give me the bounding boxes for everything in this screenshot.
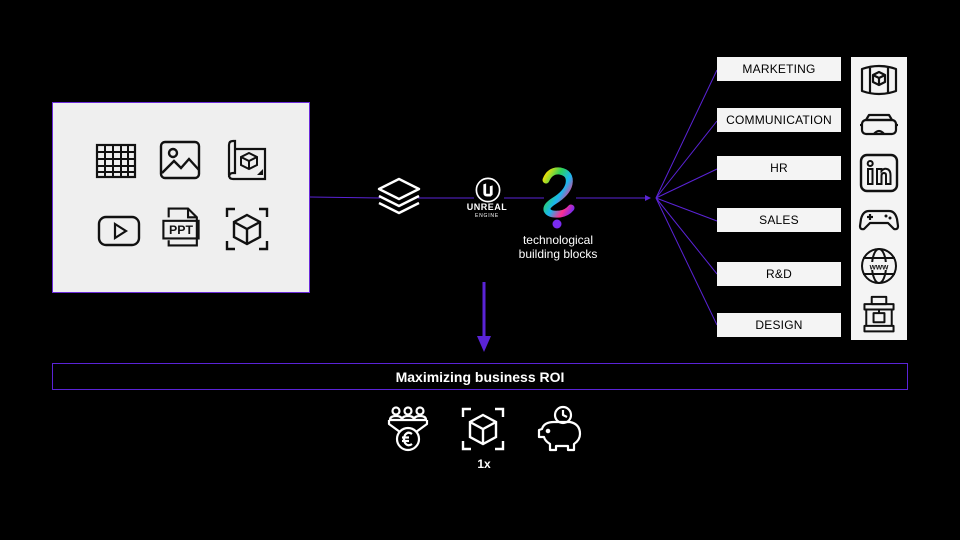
roi-banner: Maximizing business ROI [52,363,908,390]
department-communication: COMMUNICATION [717,108,841,132]
source-content-panel: PPT [52,102,310,293]
department-marketing: MARKETING [717,57,841,81]
ppt-file-icon: PPT [162,207,200,247]
piggy-bank-icon [537,405,582,452]
tech-building-blocks-label: technological building blocks [500,233,616,261]
department-design: DESIGN [717,313,841,337]
3d-printer-icon [863,295,895,333]
layers-icon [377,177,421,215]
roi-3d-cube-icon [461,407,505,451]
svg-text:PPT: PPT [169,223,193,237]
image-icon [159,140,201,180]
www-globe-icon: www [861,248,897,284]
3d-cube-icon [225,207,269,251]
3d-blueprint-icon [227,139,267,181]
gamepad-icon [858,209,900,231]
unreal-engine-title: UNREAL [466,202,508,212]
people-funnel-euro-icon [387,406,429,452]
department-sales: SALES [717,208,841,232]
roi-multiplier: 1x [477,457,491,471]
vr-headset-icon [860,113,898,136]
unreal-engine-logo-icon [475,177,501,203]
department-rd: R&D [717,262,841,286]
3d-room-icon [860,64,898,96]
tech-label-line1: technological [522,233,594,247]
svg-text:www: www [869,263,889,272]
spreadsheet-icon [95,143,137,179]
unreal-engine-subtitle: ENGINE [475,213,499,219]
tech-label-line2: building blocks [518,247,598,261]
output-icon-column: www [851,57,907,340]
linkedin-icon [859,153,899,193]
department-hr: HR [717,156,841,180]
brand-logo-icon [542,167,575,229]
video-play-icon [97,215,141,247]
